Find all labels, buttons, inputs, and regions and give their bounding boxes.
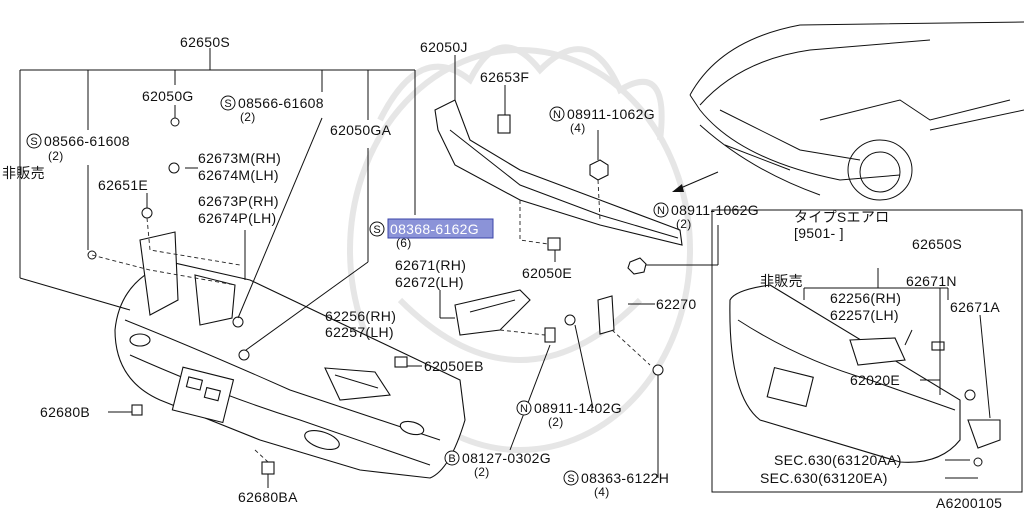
label-62050ga: 62050GA: [330, 122, 392, 138]
qty-08368: (6): [396, 236, 412, 250]
sym-s-2: S: [30, 136, 37, 148]
sym-n-1: N: [553, 109, 561, 121]
leader-lines: [19, 48, 719, 488]
nut-icon: [544, 159, 664, 376]
car-icon: [689, 21, 1024, 201]
label-08911-b: 08911-1062G: [671, 202, 759, 218]
inset-labels: タイプSエアロ [9501- ] 62650S 非販売 62671N 62256…: [760, 209, 1000, 486]
qty-08566-b: (2): [48, 149, 64, 163]
reinforcement-bar: [434, 99, 683, 335]
label-08566-b: 08566-61608: [44, 133, 130, 149]
inset-label-sec2: SEC.630(63120EA): [760, 470, 888, 486]
inset-heading-1: タイプSエアロ: [794, 209, 889, 225]
symbol-circles: S S S N N N B S: [26, 95, 669, 486]
clip-icon: [87, 117, 408, 475]
label-62050e: 62050E: [522, 265, 572, 281]
diagram-id: A6200105: [936, 495, 1002, 510]
qty-08566-a: (2): [240, 110, 256, 124]
label-62256: 62256(RH): [325, 308, 396, 324]
inset-panel: [711, 209, 1023, 493]
label-62674m: 62674M(LH): [198, 167, 279, 183]
label-62650s: 62650S: [180, 34, 230, 50]
sym-b-1: B: [448, 453, 455, 465]
sym-s-4: S: [567, 473, 574, 485]
part-labels: 62650S 62050G 08566-61608 (2) 08566-6160…: [2, 34, 759, 505]
label-62673m: 62673M(RH): [198, 150, 281, 166]
qty-08911-a: (4): [570, 121, 586, 135]
inset-label-hihanbai: 非販売: [760, 273, 803, 289]
inset-label-62671n: 62671N: [906, 273, 957, 289]
label-08911-c: 08911-1402G: [534, 400, 622, 416]
label-08127: 08127-0302G: [462, 450, 551, 466]
label-62653f: 62653F: [480, 69, 529, 85]
label-62680b: 62680B: [40, 404, 90, 420]
inset-label-sec1: SEC.630(63120AA): [774, 452, 902, 468]
label-08368: 08368-6162G: [390, 221, 479, 237]
side-bracket: [454, 289, 531, 336]
label-62050g: 62050G: [142, 88, 194, 104]
label-62671: 62671(RH): [395, 257, 466, 273]
label-62050j: 62050J: [420, 39, 468, 55]
sym-s-1: S: [224, 98, 231, 110]
inset-heading-2: [9501- ]: [794, 225, 844, 241]
inset-label-62020e: 62020E: [850, 372, 900, 388]
qty-08127: (2): [474, 465, 490, 479]
label-62674p: 62674P(LH): [198, 210, 277, 226]
label-08911-a: 08911-1062G: [567, 106, 655, 122]
label-62257: 62257(LH): [325, 324, 394, 340]
label-08566-a: 08566-61608: [238, 95, 324, 111]
qty-08363: (4): [594, 485, 610, 499]
label-62050eb: 62050EB: [424, 358, 484, 374]
inset-label-62650s: 62650S: [912, 236, 962, 252]
label-08363: 08363-6122H: [581, 470, 669, 486]
dashed-paths: [91, 179, 651, 463]
highlight-box: [387, 218, 494, 239]
qty-08911-c: (2): [548, 415, 564, 429]
inset-label-62257: 62257(LH): [830, 307, 899, 323]
fog-cover: [324, 367, 391, 401]
sym-s-3: S: [373, 224, 380, 236]
label-hihanbai: 非販売: [2, 165, 45, 181]
sym-n-2: N: [657, 205, 665, 217]
label-62673p: 62673P(RH): [198, 193, 279, 209]
sym-n-3: N: [520, 403, 528, 415]
label-62270: 62270: [656, 296, 696, 312]
inset-label-62671a: 62671A: [950, 299, 1000, 315]
label-62680ba: 62680BA: [238, 489, 298, 505]
label-62672: 62672(LH): [395, 274, 464, 290]
qty-08911-b: (2): [676, 217, 692, 231]
label-62651e: 62651E: [98, 177, 148, 193]
inset-label-62256: 62256(RH): [830, 290, 901, 306]
arrow-icon: [672, 171, 719, 192]
